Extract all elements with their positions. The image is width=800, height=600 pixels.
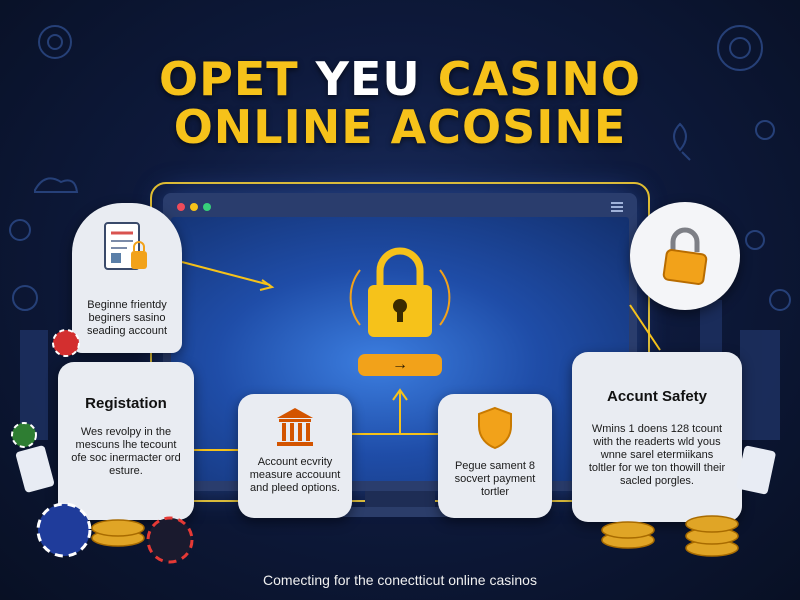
payment-card[interactable]: Pegue sament 8 socvert payment tortler [438, 394, 552, 518]
continue-button[interactable]: → [358, 354, 442, 376]
casino-chip-icon [9, 219, 31, 241]
account-safety-text: Wmins 1 doens 128 tcount with the reader… [588, 423, 726, 487]
account-safety-heading: Accunt Safety [606, 388, 708, 405]
title-word-3: CASINO [437, 52, 641, 106]
shield-icon [478, 406, 512, 450]
casino-chip-icon [755, 120, 775, 140]
beginner-card[interactable]: Beginne frientdy beginers sasino seading… [72, 203, 182, 353]
bank-building-icon [277, 408, 313, 446]
monitor-base [340, 507, 460, 517]
card-suits-icon [673, 122, 691, 161]
registration-text: Wes revolpy in the mescuns lhe tecount o… [71, 426, 181, 477]
window-close-dot[interactable] [177, 203, 185, 211]
title-word-1: OPET [159, 52, 299, 106]
page-subtitle: ONLINE ACOSINE [173, 100, 627, 154]
menu-icon[interactable] [611, 202, 623, 212]
casino-chip-icon [11, 329, 194, 564]
registration-card[interactable]: Registation Wes revolpy in the mescuns l… [58, 362, 194, 520]
padlock-icon [662, 227, 708, 285]
document-icon [104, 222, 147, 270]
padlock-badge [630, 202, 740, 310]
window-maximize-dot[interactable] [203, 203, 211, 211]
window-minimize-dot[interactable] [190, 203, 198, 211]
casino-chip-icon [769, 289, 791, 311]
casino-chip-icon [745, 230, 765, 250]
payment-text: Pegue sament 8 socvert payment tortler [454, 460, 536, 498]
account-safety-card[interactable]: Accunt Safety Wmins 1 doens 128 tcount w… [572, 352, 742, 522]
tagline: Comecting for the conectticut online cas… [263, 572, 537, 588]
monitor-stand [365, 491, 435, 509]
page-title: OPET YEU CASINO [0, 52, 800, 106]
padlock-icon [349, 247, 451, 337]
title-word-2: YEU [315, 52, 421, 106]
casino-chip-icon [12, 285, 38, 311]
casino-chip-icon [717, 25, 763, 71]
registration-heading: Registation [85, 395, 167, 412]
account-security-text: Account ecvrity measure accouunt and ple… [249, 456, 341, 494]
beginner-text: Beginne frientdy beginers sasino seading… [86, 299, 168, 337]
casino-chip-icon [38, 25, 72, 59]
coin-stack-icon [91, 515, 739, 557]
playing-card-icon [15, 445, 776, 495]
account-security-card[interactable]: Account ecvrity measure accouunt and ple… [238, 394, 352, 518]
cloud-icon [34, 177, 79, 193]
